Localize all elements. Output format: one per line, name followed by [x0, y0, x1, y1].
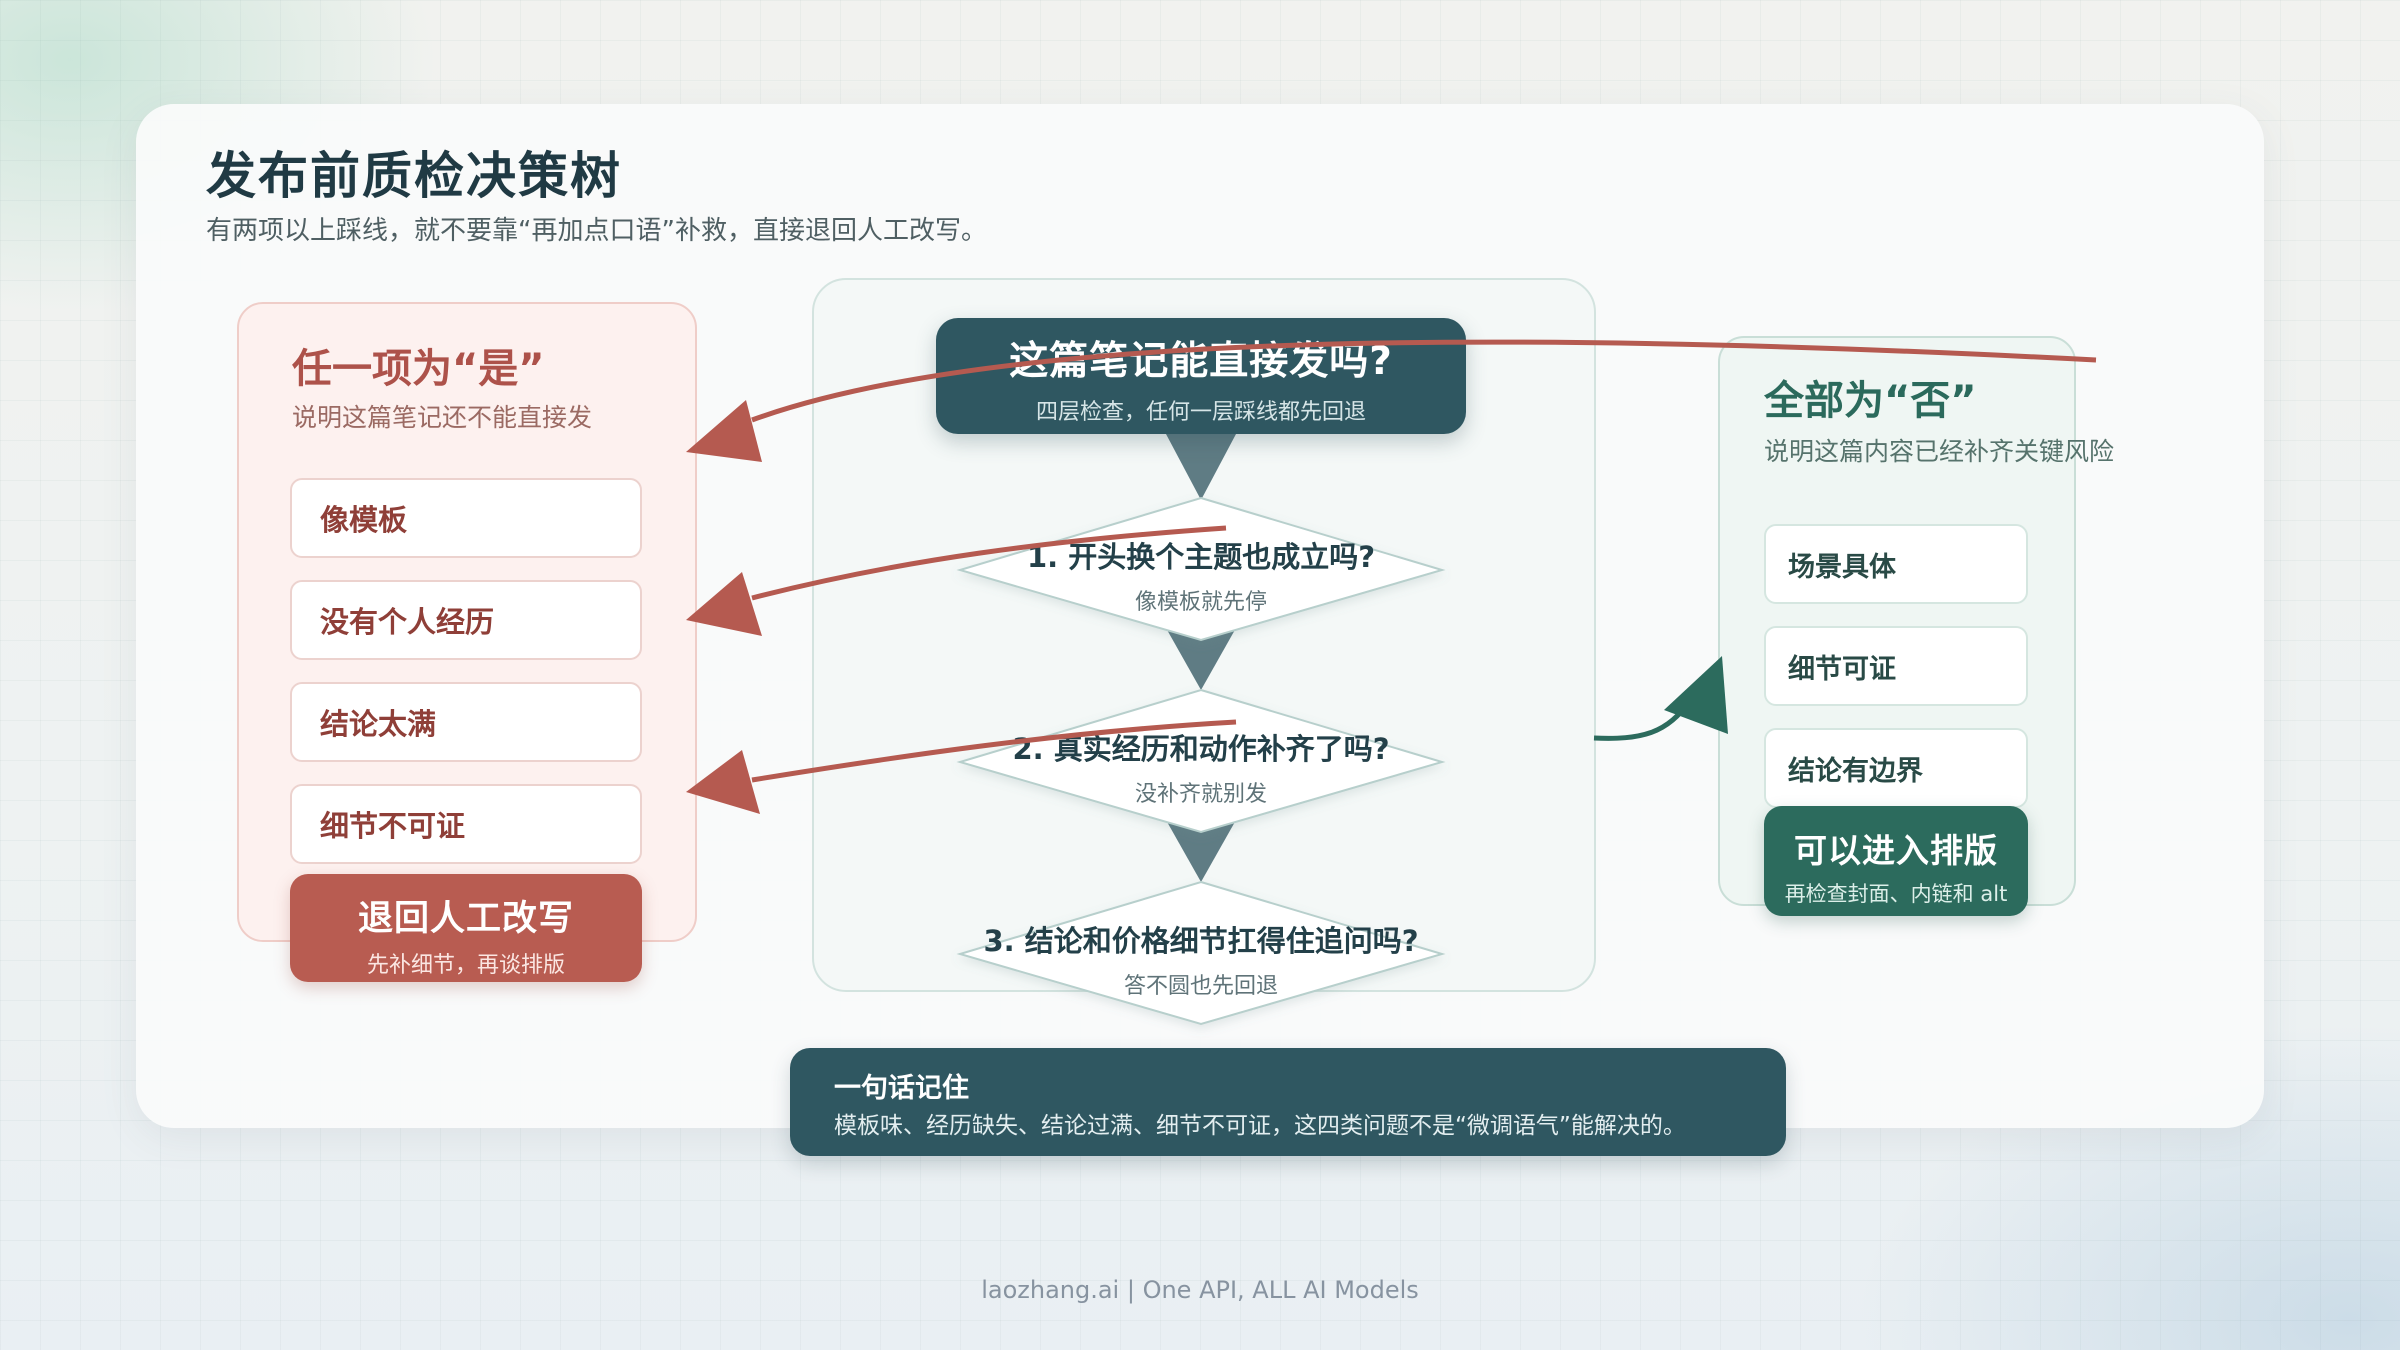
check-1-hint: 像模板就先停 [1134, 590, 1267, 615]
summary-text: 模板味、经历缺失、结论过满、细节不可证，这四类问题不是“微调语气”能解决的。 [834, 1113, 1686, 1139]
check-diamond-3 [956, 880, 1446, 1026]
page-title: 发布前质检决策树 [206, 147, 622, 205]
summary-title: 一句话记住 [834, 1073, 969, 1104]
flow-down-arrow-1 [1166, 434, 1236, 500]
layout-action-title: 可以进入排版 [1794, 831, 1998, 870]
reject-arrow-1-head [686, 400, 762, 462]
reject-arrow-2-head [686, 572, 762, 636]
layout-action-box: 可以进入排版 再检查封面、内链和 alt [1764, 806, 2028, 916]
check-2: 2. 真实经历和动作补齐了吗? 没补齐就别发 [961, 726, 1441, 808]
reject-panel-subheading: 说明这篇笔记还不能直接发 [292, 403, 593, 432]
check-1-question: 1. 开头换个主题也成立吗? [1026, 540, 1376, 574]
check-2-question: 2. 真实经历和动作补齐了吗? [1012, 732, 1390, 766]
pass-item-verifiable: 细节可证 [1764, 626, 2028, 706]
reject-arrow-1 [751, 339, 2097, 423]
check-3-question: 3. 结论和价格细节扛得住追问吗? [983, 924, 1419, 958]
pass-item-concrete-scene: 场景具体 [1764, 524, 2028, 604]
reject-arrow-2 [751, 525, 1227, 601]
reject-item-no-experience: 没有个人经历 [290, 580, 642, 660]
pass-panel-subheading: 说明这篇内容已经补齐关键风险 [1764, 437, 2115, 466]
reject-arrow-3 [751, 719, 1237, 783]
check-1: 1. 开头换个主题也成立吗? 像模板就先停 [961, 534, 1441, 616]
check-2-hint: 没补齐就别发 [1134, 782, 1267, 807]
page-subtitle: 有两项以上踩线，就不要靠“再加点口语”补救，直接退回人工改写。 [206, 216, 987, 246]
main-question-subtitle: 四层检查，任何一层踩线都先回退 [1035, 400, 1366, 425]
reject-item-template: 像模板 [290, 478, 642, 558]
flow-down-arrow-3 [1166, 820, 1236, 882]
pass-arrow-head [1664, 656, 1728, 734]
reject-item-overclaim: 结论太满 [290, 682, 642, 762]
reject-item-unverifiable: 细节不可证 [290, 784, 642, 864]
pass-panel-heading: 全部为“否” [1764, 378, 1977, 424]
rewrite-action-box: 退回人工改写 先补细节，再谈排版 [290, 874, 642, 982]
flow-down-arrow-2 [1166, 628, 1236, 690]
pass-item-bounded-conclusion: 结论有边界 [1764, 728, 2028, 808]
check-3-hint: 答不圆也先回退 [1123, 974, 1278, 999]
reject-arrow-3-head [686, 750, 760, 814]
footer-credit: laozhang.ai | One API, ALL AI Models [981, 1276, 1419, 1304]
rewrite-action-title: 退回人工改写 [357, 899, 574, 939]
rewrite-action-subtitle: 先补细节，再谈排版 [366, 953, 565, 978]
check-3: 3. 结论和价格细节扛得住追问吗? 答不圆也先回退 [961, 918, 1441, 1000]
summary-box: 一句话记住 模板味、经历缺失、结论过满、细节不可证，这四类问题不是“微调语气”能… [790, 1048, 1786, 1156]
layout-action-subtitle: 再检查封面、内链和 alt [1784, 882, 2008, 906]
reject-panel-heading: 任一项为“是” [292, 346, 545, 392]
